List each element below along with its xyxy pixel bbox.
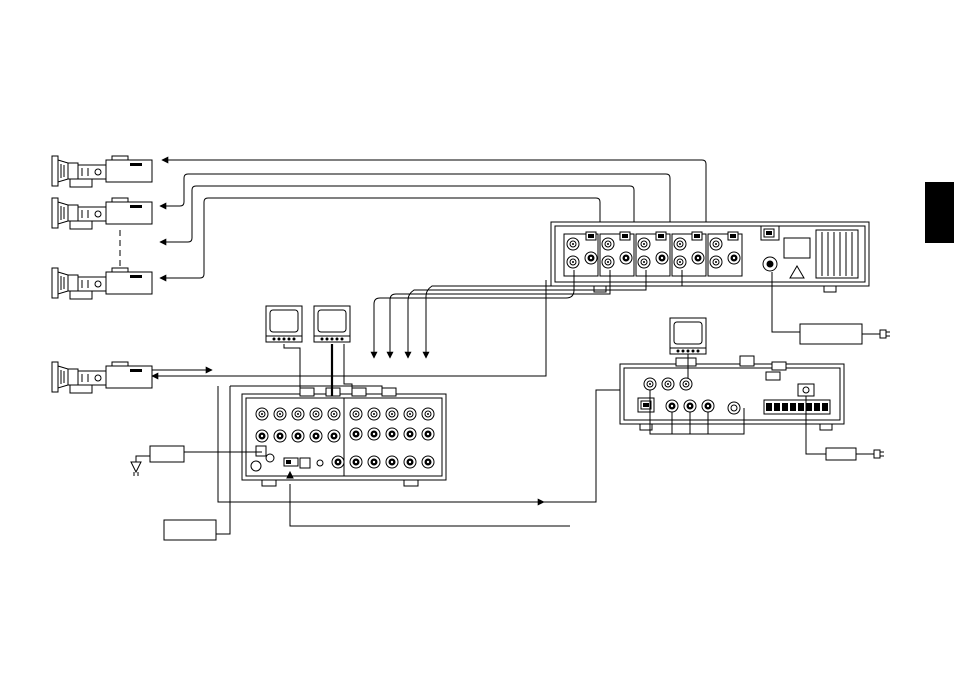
rack-unit <box>551 222 869 292</box>
camera-1 <box>52 156 152 187</box>
camera-3 <box>52 268 152 299</box>
multiplexer-unit <box>242 388 446 486</box>
controller-unit <box>620 356 844 430</box>
camera-2 <box>52 198 152 229</box>
camera-4 <box>52 362 152 393</box>
monitor-3 <box>670 318 706 354</box>
monitor-2 <box>314 306 350 342</box>
lower-left-unit <box>164 520 216 540</box>
monitor-cables <box>284 344 352 396</box>
monitor-1 <box>266 306 302 342</box>
